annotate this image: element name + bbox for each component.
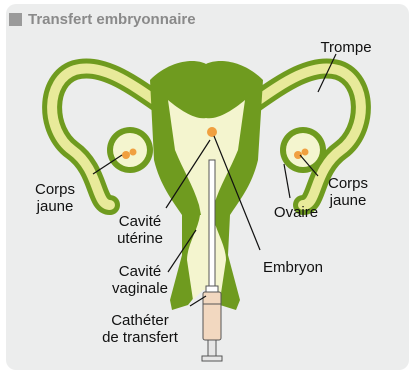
label-catheter-2: de transfert [102, 329, 179, 346]
label-cavite-vaginale-2: vaginale [112, 280, 168, 297]
label-cavite-uterine-2: utérine [117, 230, 163, 247]
label-embryon: Embryon [263, 259, 323, 276]
label-corps-jaune-left-2: jaune [36, 198, 74, 215]
right-ovary [280, 127, 326, 173]
corpus-luteum-left [122, 151, 130, 159]
label-ovaire: Ovaire [274, 204, 318, 221]
label-catheter-1: Cathéter [111, 312, 169, 329]
left-ovary [107, 127, 153, 173]
corpus-luteum-right [294, 151, 302, 159]
embryo-icon [207, 127, 217, 137]
label-cavite-vaginale-1: Cavité [119, 263, 162, 280]
label-corps-jaune-right-1: Corps [328, 175, 368, 192]
label-corps-jaune-right-2: jaune [329, 192, 367, 209]
label-cavite-uterine-1: Cavité [119, 213, 162, 230]
label-trompe: Trompe [320, 39, 371, 56]
label-corps-jaune-left-1: Corps [35, 181, 75, 198]
